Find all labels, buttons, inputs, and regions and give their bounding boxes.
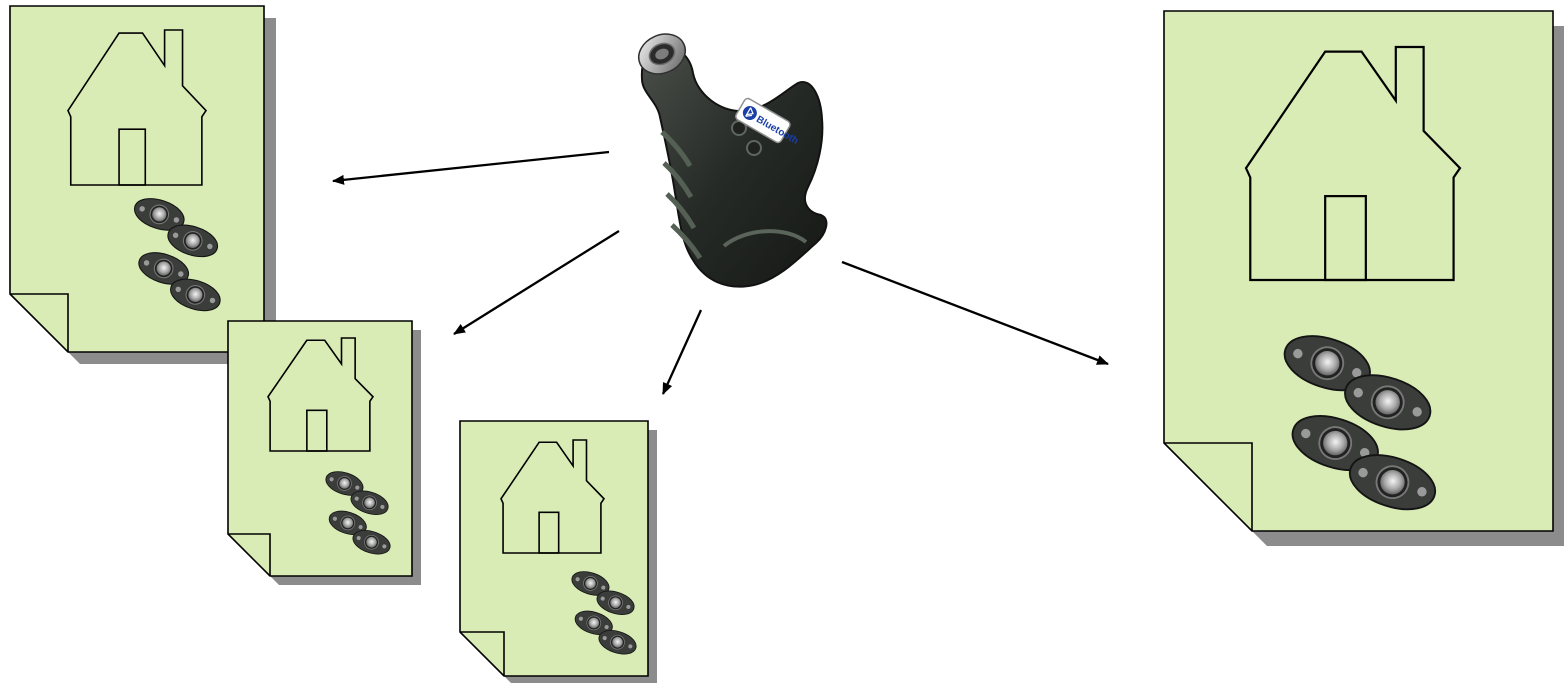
house-door [306,409,328,452]
document-large-right [1163,10,1564,546]
document-large-left [9,5,276,364]
house-door [1324,195,1367,282]
arrow-to-bottom-center [661,309,703,395]
document-bottom-center [459,420,657,683]
document-page [1163,10,1554,532]
document-middle-left [227,320,421,585]
document-page [9,5,265,353]
document-page [459,420,649,677]
documents-group [9,5,1564,683]
document-fold-corner [460,631,505,676]
document-fold-corner [1164,442,1253,531]
house-icon [267,337,375,452]
house-door [118,128,147,186]
arrow-to-middle-left [453,230,620,335]
document-fold-corner [10,293,69,352]
document-fold-corner [228,533,271,576]
house-icon [500,439,606,554]
house-icon [67,29,208,186]
house-icon [1244,45,1462,282]
bluetooth-reader: Bluetooth [638,33,828,288]
house-door [538,511,560,554]
arrows-group [332,150,1109,395]
arrow-to-large-left [332,150,610,185]
arrow-to-large-right [841,260,1109,366]
